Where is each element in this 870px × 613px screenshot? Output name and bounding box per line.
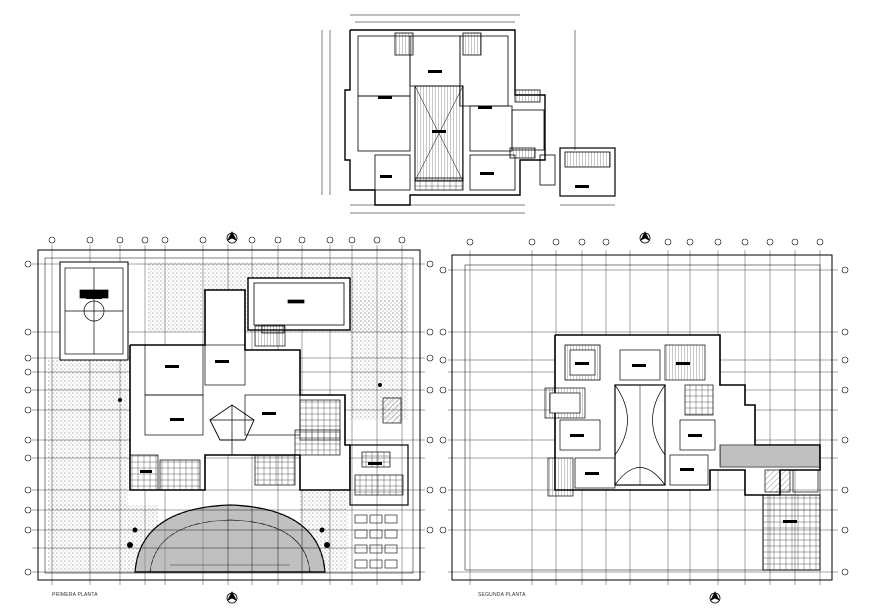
second-floor-grid-bubbles bbox=[439, 238, 849, 576]
first-floor-grid-bubbles bbox=[24, 236, 434, 576]
second-floor-caption: SEGUNDA PLANTA bbox=[478, 592, 526, 598]
first-floor-caption: PRIMERA PLANTA bbox=[52, 592, 98, 598]
first-floor-plan bbox=[32, 245, 425, 585]
second-floor-plan bbox=[448, 250, 838, 585]
roof-plan bbox=[321, 14, 616, 214]
north-arrow-icon bbox=[639, 231, 721, 604]
north-arrow-icon bbox=[226, 231, 238, 604]
